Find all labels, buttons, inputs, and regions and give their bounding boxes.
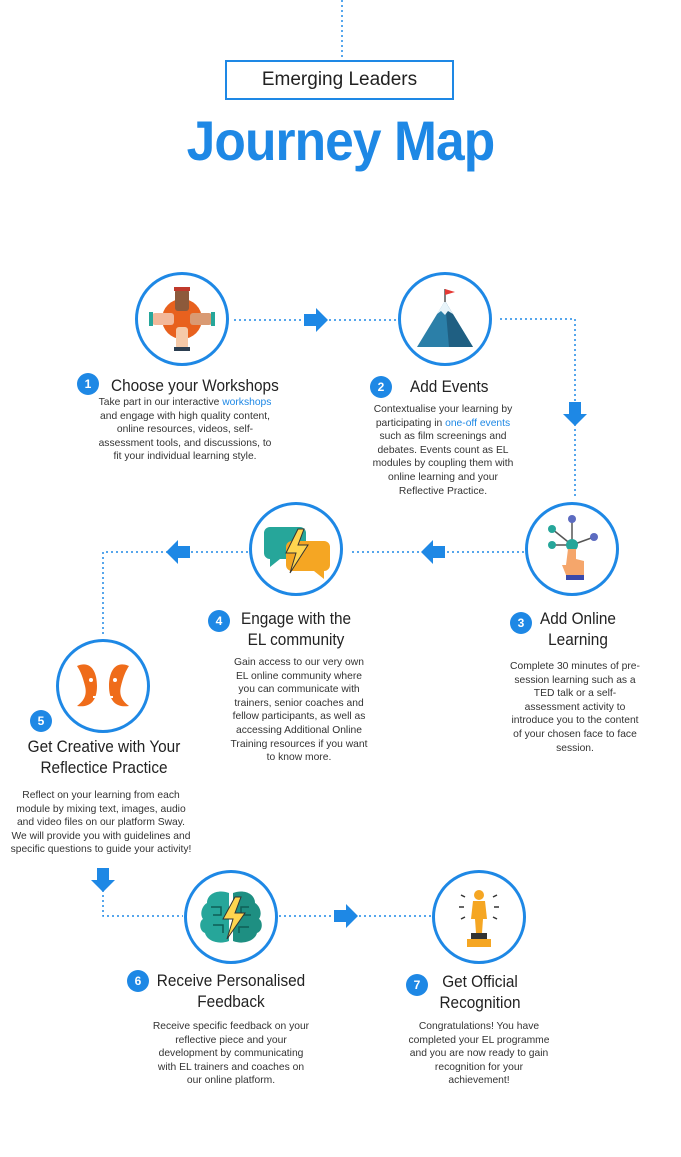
arrow-right-2 [334,904,358,928]
step-3-number: 3 [510,612,532,634]
step-2-number: 2 [370,376,392,398]
step-6-number: 6 [127,970,149,992]
touch-network-icon [548,515,598,580]
brain-lightning-icon [200,891,262,943]
step-1-number: 1 [77,373,99,395]
faces-reflection-icon [77,664,129,707]
step-3-description: Complete 30 minutes of pre-session learn… [510,661,640,754]
arrow-left-2 [166,540,190,564]
step-5-number: 5 [30,710,52,732]
step-1-title: Choose your Workshops [111,377,279,395]
arrow-left-1 [421,540,445,564]
chat-bubbles-lightning-icon [264,527,330,579]
step-1-circle [135,272,229,366]
mountain-flag-icon [417,289,473,347]
step-7-circle [432,870,526,964]
step-4-number: 4 [208,610,230,632]
step-2-title: Add Events [410,378,489,396]
subtitle-box: Emerging Leaders [225,60,454,100]
arrow-down-2 [91,868,115,892]
step-7-description: Congratulations! You have completed your… [408,1021,550,1087]
hands-teamwork-icon [149,287,215,351]
page-title: Journey Map [186,109,496,172]
step-4-circle [249,502,343,596]
arrow-right-1 [304,308,328,332]
step-5-description: Reflect on your learning from each modul… [10,790,192,856]
workshops-link[interactable]: workshops [222,397,272,408]
step-7-number: 7 [406,974,428,996]
step-6-circle [184,870,278,964]
trophy-statue-icon [459,890,499,947]
step-3-circle [525,502,619,596]
step-2-description: Contextualise your learning by participa… [372,404,514,497]
step-2-circle [398,272,492,366]
step-5-circle [56,639,150,733]
arrow-down-1 [563,402,587,426]
step-6-description: Receive specific feedback on your reflec… [152,1021,310,1087]
step-4-description: Gain access to our very own EL online co… [230,657,368,764]
one-off-events-link[interactable]: one-off events [445,417,511,429]
step-1-description: Take part in our interactive workshops a… [98,397,272,463]
